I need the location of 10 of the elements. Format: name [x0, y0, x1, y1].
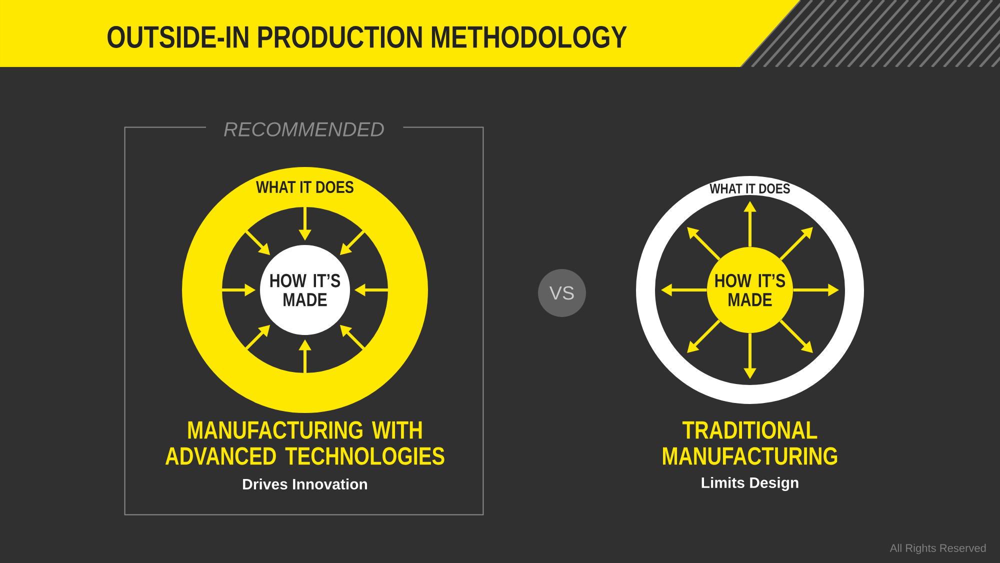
caption-text: Drives Innovation: [243, 478, 367, 490]
ring-label: WHAT IT DOES: [710, 184, 790, 194]
caption-text: Limits Design: [702, 476, 798, 492]
ring-label: WHAT IT DOES: [256, 180, 354, 194]
title-banner: OUTSIDE-IN PRODUCTION METHODOLOGY: [0, 0, 800, 67]
caption-heading: TRADITIONAL MANUFACTURING: [663, 421, 838, 465]
section-heading: RECOMMENDED: [224, 122, 384, 136]
footer-text: All Rights Reserved: [890, 544, 986, 554]
caption-heading: MANUFACTURING WITH ADVANCED TECHNOLOGIES: [165, 421, 444, 465]
vs-badge: VS: [538, 269, 586, 317]
